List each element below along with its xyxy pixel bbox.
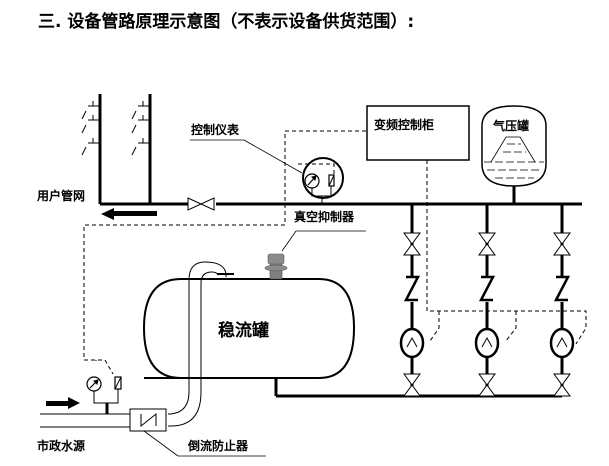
backflow-preventer-label: 倒流防止器 bbox=[187, 438, 249, 453]
stabilizer-tank bbox=[142, 278, 356, 379]
diagram-title: 三. 设备管路原理示意图（不表示设备供货范围）: bbox=[38, 11, 414, 32]
gate-valve-icon bbox=[403, 373, 421, 397]
stabilizer-tank-label: 稳流罐 bbox=[218, 320, 269, 341]
suppressor-leader bbox=[281, 230, 297, 252]
user-network-label: 用户管网 bbox=[36, 188, 85, 203]
check-valve-icon bbox=[553, 275, 571, 302]
pump-icon bbox=[474, 327, 500, 359]
pump-icon bbox=[399, 327, 425, 359]
vfd-cabinet-label: 变频控制柜 bbox=[374, 117, 434, 132]
control-signal-lines bbox=[83, 130, 587, 375]
control-meter bbox=[302, 157, 344, 204]
vacuum-suppressor bbox=[264, 253, 288, 280]
backflow-leader bbox=[143, 430, 179, 457]
flow-arrow-left bbox=[101, 208, 157, 220]
municipal-water-label: 市政水源 bbox=[37, 438, 85, 453]
pressure-tank bbox=[481, 105, 547, 187]
check-valve-icon bbox=[478, 275, 496, 302]
gate-valve-icon bbox=[478, 232, 496, 256]
user-network-risers bbox=[81, 94, 186, 206]
control-meter-label: 控制仪表 bbox=[191, 122, 240, 137]
gate-valve-icon bbox=[478, 373, 496, 397]
pump-icon bbox=[549, 327, 575, 359]
pump-2 bbox=[474, 232, 500, 397]
vacuum-suppressor-label: 真空抑制器 bbox=[294, 209, 355, 224]
pump-1 bbox=[399, 232, 425, 397]
municipal-inlet-pipe bbox=[40, 413, 130, 428]
gate-valve-icon bbox=[553, 232, 571, 256]
gate-valve-main bbox=[187, 197, 215, 211]
gate-valve-icon bbox=[403, 232, 421, 256]
check-valve-icon bbox=[403, 275, 421, 302]
flow-arrow-right bbox=[46, 397, 80, 409]
inlet-pipe bbox=[168, 261, 234, 427]
control-meter-leader bbox=[243, 139, 303, 174]
inlet-control-meter bbox=[86, 376, 122, 414]
gate-valve-icon bbox=[553, 373, 571, 397]
pressure-tank-label: 气压罐 bbox=[492, 118, 529, 133]
vfd-cabinet bbox=[366, 105, 470, 161]
pump-3 bbox=[549, 232, 575, 397]
backflow-preventer bbox=[129, 408, 167, 432]
